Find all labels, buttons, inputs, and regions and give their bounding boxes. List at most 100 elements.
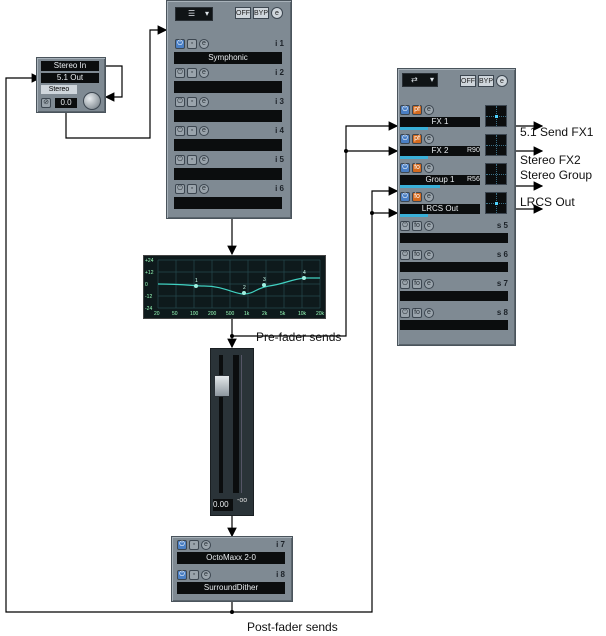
send-power-button[interactable]: ⏻: [400, 105, 410, 115]
insert-slot-plugin[interactable]: [174, 168, 282, 180]
insert-slot-plugin[interactable]: Symphonic: [174, 52, 282, 64]
sends-edit-button[interactable]: e: [496, 75, 508, 87]
fader-value[interactable]: 0.00: [213, 499, 233, 511]
send-edit-button[interactable]: e: [424, 163, 434, 173]
eq-band-handle[interactable]: [242, 291, 246, 295]
annotation-send1: 5.1 Send FX1: [520, 125, 594, 139]
sends-menu-button[interactable]: ⇄ ▾: [402, 73, 438, 87]
send-panner[interactable]: [485, 163, 507, 185]
insert-slot-plugin[interactable]: [174, 81, 282, 93]
send-edit-button[interactable]: e: [424, 308, 434, 318]
slot-power-button[interactable]: ⏻: [177, 540, 187, 550]
slot-bypass-button[interactable]: ▫: [187, 68, 197, 78]
send-edit-button[interactable]: e: [424, 250, 434, 260]
send-power-button[interactable]: ⏻: [400, 250, 410, 260]
input-bus-selector[interactable]: Stereo In: [41, 61, 99, 71]
slot-power-button[interactable]: ⏻: [175, 155, 185, 165]
send-edit-button[interactable]: e: [424, 192, 434, 202]
send-power-button[interactable]: ⏻: [400, 279, 410, 289]
eq-band-handle[interactable]: [302, 276, 306, 280]
slot-edit-button[interactable]: e: [201, 540, 211, 550]
slot-number: s 6: [496, 250, 508, 259]
slot-power-button[interactable]: ⏻: [175, 68, 185, 78]
send-level-bar[interactable]: [400, 156, 428, 159]
send-destination-empty[interactable]: [400, 262, 508, 272]
insert-slot-plugin[interactable]: [174, 110, 282, 122]
fader-handle[interactable]: [214, 375, 230, 397]
send-power-button[interactable]: ⏻: [400, 308, 410, 318]
send-panner[interactable]: [485, 105, 507, 127]
slot-edit-button[interactable]: e: [199, 155, 209, 165]
eq-band-handle[interactable]: [262, 283, 266, 287]
send-destination-empty[interactable]: [400, 320, 508, 330]
send-prepost-button[interactable]: fo: [412, 279, 422, 289]
sends-bypass-button[interactable]: BYP: [478, 75, 494, 87]
insert-slot-plugin[interactable]: [174, 139, 282, 151]
post-insert-plugin[interactable]: OctoMaxx 2-0: [177, 552, 285, 564]
send-destination-empty[interactable]: [400, 233, 508, 243]
send-panner[interactable]: [485, 192, 507, 214]
slot-edit-button[interactable]: e: [199, 126, 209, 136]
inserts-menu-button[interactable]: ☰ ▾: [175, 7, 213, 21]
send-power-button[interactable]: ⏻: [400, 221, 410, 231]
send-prepost-button[interactable]: fo: [412, 192, 422, 202]
send-prepost-button[interactable]: fo: [412, 221, 422, 231]
slot-edit-button[interactable]: e: [199, 184, 209, 194]
slot-power-button[interactable]: ⏻: [175, 97, 185, 107]
send-prepost-button[interactable]: fo: [412, 308, 422, 318]
inserts-off-button[interactable]: OFF: [235, 7, 251, 19]
send-power-button[interactable]: ⏻: [400, 163, 410, 173]
post-insert-plugin[interactable]: SurroundDither: [177, 582, 285, 594]
send-panner[interactable]: [485, 134, 507, 156]
eq-x-tick: 100: [190, 311, 199, 317]
send-power-button[interactable]: ⏻: [400, 134, 410, 144]
sends-off-button[interactable]: OFF: [460, 75, 476, 87]
slot-bypass-button[interactable]: ▫: [189, 570, 199, 580]
slot-bypass-button[interactable]: ▫: [189, 540, 199, 550]
send-destination[interactable]: FX 1: [400, 117, 480, 127]
slot-bypass-button[interactable]: ▫: [187, 39, 197, 49]
slot-power-button[interactable]: ⏻: [175, 184, 185, 194]
eq-band-label: 1: [195, 278, 198, 284]
slot-edit-button[interactable]: e: [199, 39, 209, 49]
insert-slot-plugin[interactable]: [174, 197, 282, 209]
send-destination[interactable]: LRCS Out: [400, 204, 480, 214]
send-prepost-button[interactable]: fo: [412, 250, 422, 260]
slot-edit-button[interactable]: e: [199, 97, 209, 107]
send-prepost-button[interactable]: pf: [412, 105, 422, 115]
slot-power-button[interactable]: ⏻: [175, 39, 185, 49]
send-destination[interactable]: Group 1: [400, 175, 480, 185]
eq-x-tick: 5k: [280, 311, 286, 317]
send-edit-button[interactable]: e: [424, 134, 434, 144]
slot-bypass-button[interactable]: ▫: [187, 126, 197, 136]
slot-bypass-button[interactable]: ▫: [187, 155, 197, 165]
send-edit-button[interactable]: e: [424, 221, 434, 231]
send-power-button[interactable]: ⏻: [400, 192, 410, 202]
output-bus-selector[interactable]: 5.1 Out: [41, 73, 99, 83]
annotation-send4: LRCS Out: [520, 195, 575, 209]
send-edit-button[interactable]: e: [424, 105, 434, 115]
send-level-bar[interactable]: [400, 214, 428, 217]
slot-edit-button[interactable]: e: [199, 68, 209, 78]
slot-power-button[interactable]: ⏻: [177, 570, 187, 580]
inserts-edit-button[interactable]: e: [271, 7, 283, 19]
send-edit-button[interactable]: e: [424, 279, 434, 289]
slot-bypass-button[interactable]: ▫: [187, 97, 197, 107]
send-level-bar[interactable]: [400, 185, 440, 188]
slot-edit-button[interactable]: e: [201, 570, 211, 580]
send-prepost-button[interactable]: pf: [412, 134, 422, 144]
send-level-bar[interactable]: [400, 127, 428, 130]
eq-band-handle[interactable]: [194, 284, 198, 288]
phase-invert-button[interactable]: ⊘: [41, 98, 51, 108]
slot-number: s 7: [496, 279, 508, 288]
send-prepost-button[interactable]: fo: [412, 163, 422, 173]
input-gain-value[interactable]: 0.0: [55, 98, 77, 108]
inserts-bypass-button[interactable]: BYP: [253, 7, 269, 19]
send-destination-empty[interactable]: [400, 291, 508, 301]
slot-power-button[interactable]: ⏻: [175, 126, 185, 136]
slot-bypass-button[interactable]: ▫: [187, 184, 197, 194]
send-destination[interactable]: FX 2: [400, 146, 480, 156]
input-gain-knob[interactable]: [83, 92, 101, 110]
